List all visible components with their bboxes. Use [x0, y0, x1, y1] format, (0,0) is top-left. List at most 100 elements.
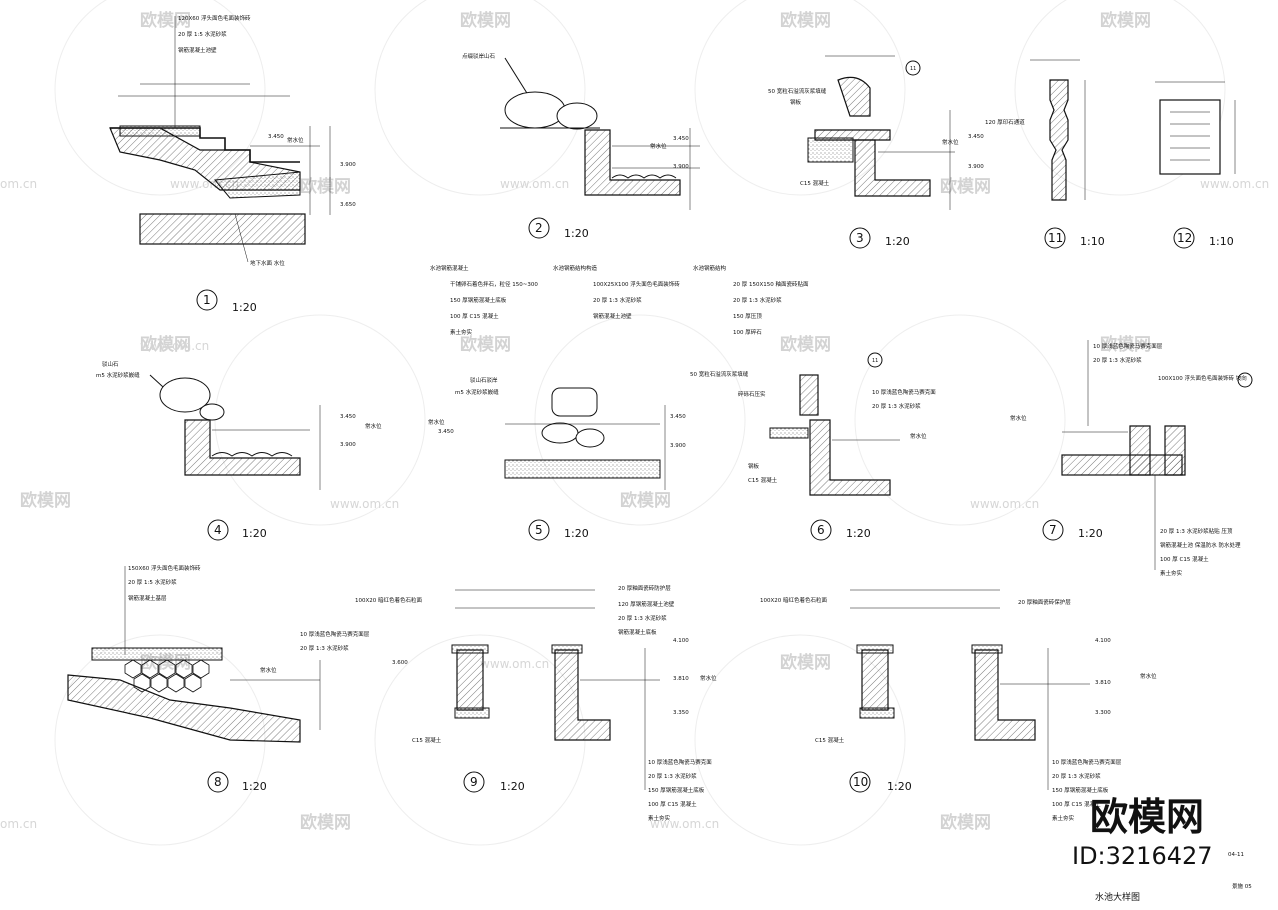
detail-3-note: 50 宽粒石溢流灰浆填缝	[768, 87, 827, 95]
sheet-subcode: 04-11	[1228, 852, 1244, 858]
detail-1-note: 120X60 浮头面色毛面装饰砖	[178, 14, 251, 22]
detail-8: 150X60 浮头面色毛面装饰砖 20 厚 1:5 水泥砂浆 钢筋混凝土基层 1…	[67, 564, 370, 743]
watermark-text: 欧模网	[140, 334, 191, 355]
level-mark: 3.450	[438, 429, 454, 435]
title-block: 水池大样图 景施 05 04-11	[1095, 852, 1252, 903]
water-level-label: 常水位	[287, 136, 304, 144]
detail-6-note: 20 厚 1:3 水泥砂浆	[872, 402, 921, 410]
watermark-url: om.cn	[0, 817, 37, 831]
detail-10: 100X20 暗红色着色石粒面 20 厚釉面瓷砖保护层 10 厚浅蓝色陶瓷马赛克…	[760, 589, 1157, 822]
detail-9-note: 100 厚 C15 混凝土	[648, 800, 697, 808]
table-note: 150 厚钢筋混凝土底板	[450, 296, 507, 304]
detail-number: 2	[535, 221, 543, 235]
watermark-text: 欧模网	[300, 812, 351, 833]
watermark-text: 欧模网	[140, 10, 191, 31]
level-mark: 3.600	[392, 660, 408, 666]
detail-4-note: 驳山石	[102, 360, 119, 368]
water-level-label: 常水位	[700, 674, 717, 682]
level-mark: 3.450	[673, 136, 689, 142]
level-mark: 3.650	[340, 202, 356, 208]
detail-5-note: 驳山石驳岸	[470, 376, 498, 384]
detail-number: 10	[853, 775, 868, 789]
watermark-url: www.om.cn	[970, 497, 1039, 511]
watermark-text: 欧模网	[1100, 334, 1151, 355]
detail-12-label: 12 1:10	[1173, 227, 1234, 249]
table-note: 20 厚 1:3 水泥砂浆	[733, 296, 782, 304]
detail-10-note: 10 厚浅蓝色陶瓷马赛克面层	[1052, 758, 1122, 766]
watermark-text: 欧模网	[940, 812, 991, 833]
detail-8-note: 150X60 浮头面色毛面装饰砖	[128, 564, 201, 572]
level-mark: 3.450	[340, 414, 356, 420]
detail-7-note: 100 厚 C15 混凝土	[1160, 555, 1209, 563]
detail-7-label: 7 1:20	[1042, 519, 1103, 541]
detail-number: 8	[214, 775, 222, 789]
detail-number: 5	[535, 523, 543, 537]
detail-scale: 1:20	[846, 527, 871, 540]
table-note: 100 厚碎石	[733, 328, 762, 336]
detail-6-note: C15 混凝土	[748, 476, 778, 484]
detail-scale: 1:20	[242, 780, 267, 793]
detail-scale: 1:20	[232, 301, 257, 314]
detail-1: 120X60 浮头面色毛面装饰砖 20 厚 1:5 水泥砂浆 钢筋混凝土池壁 地…	[109, 14, 356, 267]
table-note: 水池钢筋结构	[693, 264, 727, 272]
watermark-text: 欧模网	[20, 490, 71, 511]
watermark-text: 欧模网	[460, 10, 511, 31]
watermark-url: www.om.cn	[650, 817, 719, 831]
paving-slab	[119, 125, 201, 137]
water-level-label: 常水位	[1010, 414, 1027, 422]
level-mark: 3.300	[1095, 710, 1111, 716]
detail-6-note: 碎砾石压实	[738, 390, 766, 398]
detail-6-note: 50 宽粒石溢流灰浆填缝	[690, 370, 749, 378]
detail-9-note: C15 混凝土	[412, 736, 442, 744]
level-mark: 3.810	[1095, 680, 1111, 686]
detail-9-note: 20 厚 1:3 水泥砂浆	[648, 772, 697, 780]
watermark-text: 欧模网	[460, 334, 511, 355]
sheet-code: 景施 05	[1232, 882, 1252, 890]
detail-9-note: 20 厚 1:3 水泥砂浆	[618, 614, 667, 622]
water-level-label: 常水位	[260, 666, 277, 674]
watermark-url: om.cn	[0, 177, 37, 191]
watermark-url: www.om.cn	[330, 497, 399, 511]
water-level-label: 常水位	[650, 142, 667, 150]
level-mark: 3.450	[670, 414, 686, 420]
table-note: 干铺卵石着色拌石，粒径 150~300	[450, 280, 538, 288]
detail-7-note: 20 厚 1:3 水泥砂浆	[1093, 356, 1142, 364]
level-mark: 4.100	[673, 638, 689, 644]
detail-number: 7	[1049, 523, 1057, 537]
detail-4-label: 4 1:20	[207, 519, 267, 541]
detail-number: 6	[817, 523, 825, 537]
detail-3: 11 50 宽粒石溢流灰浆填缝 钢板 C15 混凝土 常水位 3.450 3.9…	[768, 55, 984, 210]
level-mark: 3.900	[968, 164, 984, 170]
detail-8-note: 10 厚浅蓝色陶瓷马赛克面层	[300, 630, 370, 638]
detail-10-note: 150 厚钢筋混凝土底板	[1052, 786, 1109, 794]
table-note: 素土夯实	[450, 328, 473, 336]
watermark-text: 欧模网	[780, 652, 831, 673]
level-mark: 3.350	[673, 710, 689, 716]
detail-9-note: 10 厚浅蓝色陶瓷马赛克面	[648, 758, 712, 766]
detail-8-note: 20 厚 1:5 水泥砂浆	[128, 578, 177, 586]
detail-2: 点缀驳岸山石 常水位 3.450 3.900	[462, 52, 700, 210]
watermark-text: 欧模网	[300, 176, 351, 197]
detail-10-note: C15 混凝土	[815, 736, 845, 744]
detail-3-label: 3 1:20	[849, 227, 910, 249]
detail-5-label: 5 1:20	[528, 519, 589, 541]
watermark-text: 欧模网	[780, 334, 831, 355]
detail-scale: 1:20	[887, 780, 912, 793]
detail-number: 3	[856, 231, 864, 245]
detail-7-note: 钢筋混凝土池 保温防水 防水处理	[1160, 541, 1241, 549]
watermark-text: 欧模网	[620, 490, 671, 511]
detail-8-note: 20 厚 1:3 水泥砂浆	[300, 644, 349, 652]
table-note: 20 厚 150X150 釉面瓷砖贴面	[733, 280, 809, 288]
detail-scale: 1:20	[885, 235, 910, 248]
detail-8-note: 钢筋混凝土基层	[128, 594, 167, 602]
drawing-title: 水池大样图	[1095, 891, 1140, 903]
detail-1-note: 20 厚 1:5 水泥砂浆	[178, 30, 227, 38]
table-note: 钢筋混凝土池壁	[593, 312, 632, 320]
detail-7: 10 厚浅蓝色陶瓷马赛克面层 20 厚 1:3 水泥砂浆 100X100 浮头面…	[1010, 340, 1253, 577]
detail-10-note: 素土夯实	[1052, 814, 1075, 822]
detail-number: 12	[1177, 231, 1192, 245]
detail-12	[1155, 81, 1236, 175]
detail-4: 驳山石 m5 水泥砂浆嵌缝 3.450 3.900 常水位	[96, 360, 382, 490]
detail-4-note: m5 水泥砂浆嵌缝	[96, 371, 140, 379]
water-level-label: 常水位	[1140, 672, 1157, 680]
